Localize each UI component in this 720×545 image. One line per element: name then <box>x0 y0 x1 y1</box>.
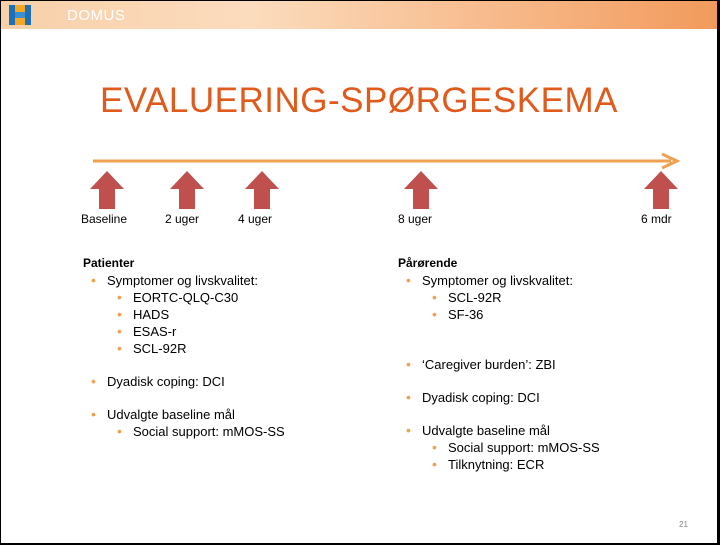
milestone-marker-6-mdr <box>644 171 678 209</box>
timeline-label-4-uger: 4 uger <box>238 212 273 226</box>
milestone-marker-baseline <box>90 171 124 209</box>
milestone-marker-2-uger <box>170 171 204 209</box>
relatives-baseline-item: Social support: mMOS-SS <box>398 439 698 456</box>
timeline-label-6-mdr: 6 mdr <box>641 212 672 226</box>
patients-symptom-item: EORTC-QLQ-C30 <box>83 289 383 306</box>
patients-dyadic-coping: Dyadisk coping: DCI <box>83 373 383 390</box>
patients-column: Patienter Symptomer og livskvalitet: EOR… <box>83 256 383 440</box>
timeline-label-baseline: Baseline <box>81 212 128 226</box>
header-bar: DOMUS <box>1 1 717 29</box>
patients-baseline-item: Social support: mMOS-SS <box>83 423 383 440</box>
patients-symptom-item: ESAS-r <box>83 323 383 340</box>
milestone-marker-4-uger <box>245 171 279 209</box>
relatives-caregiver-burden: ‘Caregiver burden’: ZBI <box>398 356 698 373</box>
relatives-symptom-item: SCL-92R <box>398 289 698 306</box>
relatives-heading: Pårørende <box>398 256 458 270</box>
relatives-baseline-label: Udvalgte baseline mål <box>398 422 698 439</box>
timeline-label-2-uger: 2 uger <box>165 212 200 226</box>
region-logo <box>9 5 31 25</box>
timeline-arrow <box>93 152 681 170</box>
patients-symptom-item: SCL-92R <box>83 340 383 357</box>
relatives-dyadic-coping: Dyadisk coping: DCI <box>398 389 698 406</box>
relatives-baseline-item: Tilknytning: ECR <box>398 456 698 473</box>
relatives-column: Pårørende Symptomer og livskvalitet: SCL… <box>398 256 698 473</box>
milestone-marker-8-uger <box>404 171 438 209</box>
patients-heading: Patienter <box>83 256 135 270</box>
timeline-label-8-uger: 8 uger <box>398 212 433 226</box>
patients-baseline-label: Udvalgte baseline mål <box>83 406 383 423</box>
patients-symptom-item: HADS <box>83 306 383 323</box>
brand-label: DOMUS <box>67 7 126 24</box>
relatives-symptoms-label: Symptomer og livskvalitet: <box>398 272 698 289</box>
patients-symptoms-label: Symptomer og livskvalitet: <box>83 272 383 289</box>
slide-title: EVALUERING-SPØRGESKEMA <box>100 81 618 120</box>
relatives-symptom-item: SF-36 <box>398 306 698 323</box>
page-number: 21 <box>679 520 688 529</box>
